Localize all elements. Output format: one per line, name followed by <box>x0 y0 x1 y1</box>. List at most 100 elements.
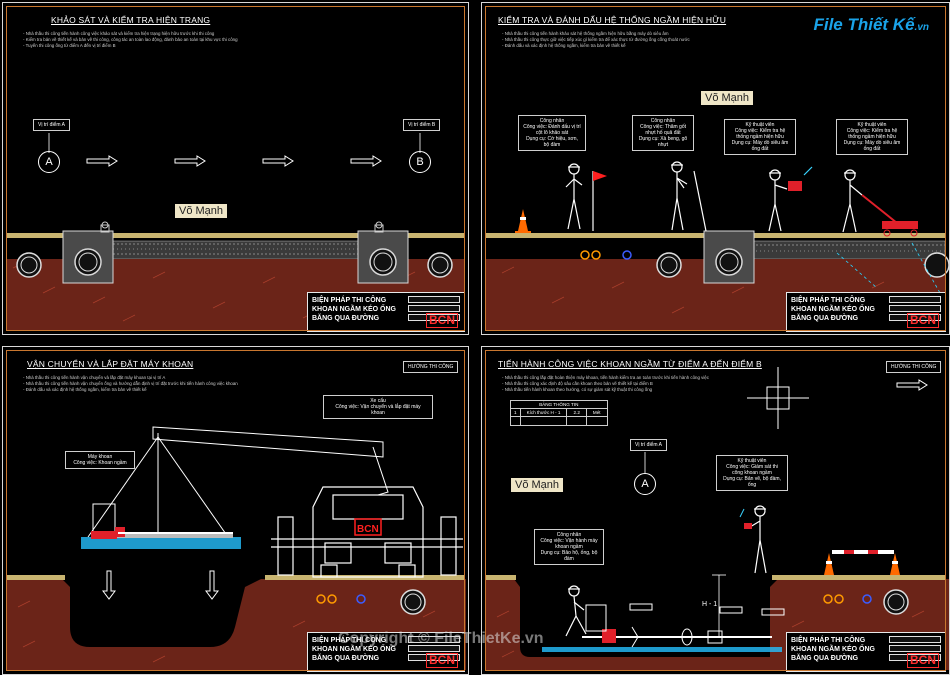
panel3-notes: Nhà thầu thi công tiến hành vận chuyển v… <box>23 375 238 394</box>
info-table-cell: 1 <box>510 408 521 417</box>
panel-drilling: TIẾN HÀNH CÔNG VIỆC KHOAN NGẦM TỪ ĐIỂM A… <box>481 346 950 675</box>
point-a-marker: A <box>38 151 60 173</box>
worker-label: Kỹ thuật viên Công việc: Giám sát thi cô… <box>716 455 788 491</box>
worker-tools: Dụng cụ: Máy dò siêu âm ống đất <box>843 140 901 152</box>
info-table-cell: 2.2 <box>566 408 587 417</box>
title-block-rows <box>408 296 460 323</box>
brand-name: File Thiết Kế <box>813 15 915 34</box>
worker-label: Công nhân Công việc: Vận hành máy khoan … <box>534 529 604 565</box>
label-point-b: Vị trí điểm B <box>403 119 441 131</box>
panel-transport: BCN VẬN CHUYỂN VÀ LẮP ĐẶT MÁY KHOAN Nhà … <box>2 346 469 675</box>
panel1-title: KHẢO SÁT VÀ KIỂM TRA HIỆN TRẠNG <box>51 15 211 25</box>
panel1-note: Tuyến thi công ống từ điểm A đến vị trí … <box>23 43 238 49</box>
title-block-line: BIỆN PHÁP THI CÔNG <box>312 297 387 304</box>
title-block-text: BIỆN PHÁP THI CÔNG KHOAN NGẦM KÉO ỐNG BĂNG… <box>312 296 396 323</box>
bcn-logo: BCN <box>907 653 939 668</box>
brand-logo: File Thiết Kế.vn <box>813 15 929 35</box>
worker-desc: Công việc: Vận hành máy khoan ngầm <box>540 538 598 550</box>
worker-desc: Công việc: Kiểm tra hệ thống ngầm hiện h… <box>846 128 898 140</box>
panel4-title: TIẾN HÀNH CÔNG VIỆC KHOAN NGẦM TỪ ĐIỂM A… <box>498 359 762 369</box>
worker-label: Kỹ thuật viên Công việc: Kiểm tra hệ thố… <box>724 119 796 155</box>
title-block: BIỆN PHÁP THI CÔNG KHOAN NGẦM KÉO ỐNG BĂNG… <box>786 632 946 672</box>
panel1-drawing <box>7 133 464 330</box>
highlight-name: Võ Mạnh <box>175 204 228 218</box>
worker-title: Kỹ thuật viên <box>857 122 887 128</box>
worker-label: Công nhân Công việc: Thăm gốt nhựt hố qu… <box>632 115 694 151</box>
info-table-cell: Kích thước H - 1 <box>519 408 568 417</box>
bcn-logo: BCN <box>426 653 458 668</box>
title-block: BIỆN PHÁP THI CÔNG KHOAN NGẦM KÉO ỐNG BĂNG… <box>307 292 465 332</box>
label-point-a: Vị trí điểm A <box>33 119 70 131</box>
highlight-name: Võ Mạnh <box>511 478 564 492</box>
worker-tools: Dụng cụ: Máy dò siêu âm ống đất <box>731 140 789 152</box>
direction-label: HƯỚNG THI CÔNG <box>403 361 459 373</box>
panel-survey: KHẢO SÁT VÀ KIỂM TRA HIỆN TRẠNG Nhà thầu… <box>2 2 469 335</box>
point-b-marker: B <box>409 151 431 173</box>
title-block-text: BIỆN PHÁP THI CÔNG KHOAN NGẦM KÉO ỐNG BĂNG… <box>791 636 875 663</box>
worker-title: Công nhân <box>539 118 565 124</box>
svg-text:BCN: BCN <box>357 524 379 535</box>
title-block-line: BIỆN PHÁP THI CÔNG <box>791 637 866 644</box>
crane-title: Xe cẩu <box>370 398 386 404</box>
panel2-note: Đánh dấu và xác định hệ thống ngầm, kiểm… <box>502 43 690 49</box>
worker-tools: Dụng cụ: Xà beng, gõ nhựt <box>638 136 688 148</box>
title-block-line: KHOAN NGẦM KÉO ỐNG <box>312 306 396 313</box>
title-block-text: BIỆN PHÁP THI CÔNG KHOAN NGẦM KÉO ỐNG BĂNG… <box>791 296 875 323</box>
worker-title: Công nhân <box>556 532 582 538</box>
panel3-note: Nhà thầu thi công tiến hành vận chuyển ố… <box>23 381 238 387</box>
worker-title: Kỹ thuật viên <box>737 458 767 464</box>
panel2-title: KIỂM TRA VÀ ĐÁNH DẤU HỆ THỐNG NGẦM HIỆN … <box>498 15 727 25</box>
panel4-note: Nhà thầu tiến hành khoan theo hướng, có … <box>502 387 709 393</box>
panel2-drawing <box>486 161 949 330</box>
title-block-line: BIỆN PHÁP THI CÔNG <box>312 637 387 644</box>
drill-desc: Công việc: Khoan ngầm <box>73 460 127 466</box>
title-block-line: BĂNG QUA ĐƯỜNG <box>312 315 380 322</box>
bcn-logo: BCN <box>907 313 939 328</box>
worker-title: Kỹ thuật viên <box>745 122 775 128</box>
title-block-rows <box>408 636 460 663</box>
bcn-logo: BCN <box>426 313 458 328</box>
title-block-line: KHOAN NGẦM KÉO ỐNG <box>312 646 396 653</box>
panel3-note: Nhà thầu thi công tiến hành vận chuyển v… <box>23 375 238 381</box>
worker-desc: Công việc: Thăm gốt nhựt hố quả đất <box>639 124 687 136</box>
worker-tools: Dụng cụ: Bản vẽ, bộ đàm, ống <box>723 476 781 488</box>
title-block-line: BIỆN PHÁP THI CÔNG <box>791 297 866 304</box>
worker-desc: Công việc: Kiểm tra hệ thống ngầm hiện h… <box>734 128 786 140</box>
panel1-note: Nhà thầu thi công tiến hành công việc kh… <box>23 31 238 37</box>
worker-tools: Dụng cụ: Cờ hiệu, sơn, bộ đàm <box>526 136 578 148</box>
drill-label: Máy khoan Công việc: Khoan ngầm <box>65 451 135 469</box>
direction-label: HƯỚNG THI CÔNG <box>886 361 942 373</box>
title-block-line: KHOAN NGẦM KÉO ỐNG <box>791 306 875 313</box>
crane-desc: Công việc: Vận chuyển và lắp đặt máy kho… <box>335 404 421 416</box>
panel2-note: Nhà thầu thi công thực giữ việc tiếp xúc… <box>502 37 690 43</box>
brand-suffix: .vn <box>914 22 929 33</box>
label-point-a: Vị trí điểm A <box>630 439 667 451</box>
info-table: BẢNG THÔNG TIN 1 Kích thước H - 1 2.2 Mé… <box>510 400 608 426</box>
worker-label: Kỹ thuật viên Công việc: Kiểm tra hệ thố… <box>836 119 908 155</box>
worker-desc: Công việc: Giám sát thi công khoan ngầm <box>726 464 778 476</box>
info-table-cell: Mét <box>585 408 608 417</box>
copyright-watermark: Copyright © FileThietKe.vn <box>338 630 544 647</box>
title-block-rows <box>889 296 941 323</box>
panel4-drawing <box>486 367 949 670</box>
panel1-notes: Nhà thầu thi công tiến hành công việc kh… <box>23 31 238 50</box>
title-block-line: BĂNG QUA ĐƯỜNG <box>312 655 380 662</box>
highlight-name: Võ Mạnh <box>701 91 754 105</box>
title-block: BIỆN PHÁP THI CÔNG KHOAN NGẦM KÉO ỐNG BĂNG… <box>786 292 946 332</box>
worker-desc: Công việc: Đánh dấu vị trí cột lô khảo s… <box>523 124 581 136</box>
title-block: BIỆN PHÁP THI CÔNG KHOAN NGẦM KÉO ỐNG BĂNG… <box>307 632 465 672</box>
panel3-title: VẬN CHUYỂN VÀ LẮP ĐẶT MÁY KHOAN <box>27 359 194 369</box>
panel-inspection: KIỂM TRA VÀ ĐÁNH DẤU HỆ THỐNG NGẦM HIỆN … <box>481 2 950 335</box>
title-block-rows <box>889 636 941 663</box>
title-block-line: KHOAN NGẦM KÉO ỐNG <box>791 646 875 653</box>
title-block-line: BĂNG QUA ĐƯỜNG <box>791 655 859 662</box>
worker-title: Công nhân <box>650 118 676 124</box>
crane-label: Xe cẩu Công việc: Vận chuyển và lắp đặt … <box>323 395 433 419</box>
drill-title: Máy khoan <box>87 454 113 460</box>
panel4-notes: Nhà thầu thi công lắp đặt hoàn thiện máy… <box>502 375 709 394</box>
title-block-line: BĂNG QUA ĐƯỜNG <box>791 315 859 322</box>
info-table-title: BẢNG THÔNG TIN <box>510 400 608 409</box>
depth-label: H - 1 <box>702 601 718 608</box>
panel3-note: Đánh dấu và xác định hệ thống ngầm, kiểm… <box>23 387 238 393</box>
panel1-note: Kiểm tra bản vẽ thiết kế và bản vẽ thi c… <box>23 37 238 43</box>
